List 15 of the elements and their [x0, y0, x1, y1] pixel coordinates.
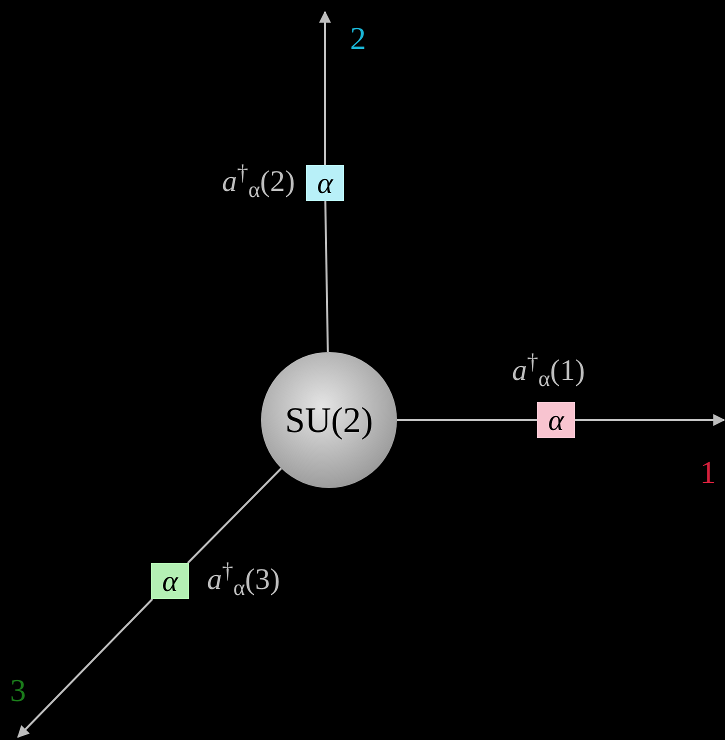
- operator-label: a$^{†}$$_{α}$(3): [207, 557, 280, 602]
- axis-arrow: [319, 10, 331, 165]
- operator-label: a$^{†}$$_{α}$(2): [222, 159, 295, 204]
- alpha-box: α: [151, 563, 189, 599]
- axis-number: 3: [10, 671, 26, 710]
- connector-line: [397, 419, 537, 421]
- connector-line: [324, 200, 329, 352]
- axis-arrow: [17, 598, 154, 738]
- axis-number: 2: [350, 19, 366, 58]
- alpha-box: α: [306, 165, 344, 201]
- alpha-box: α: [537, 402, 575, 438]
- axis-arrow: [575, 414, 725, 426]
- operator-label: a$^{†}$$_{α}$(1): [512, 348, 586, 393]
- axis-number: 1: [700, 453, 716, 492]
- connector-line: [187, 468, 282, 564]
